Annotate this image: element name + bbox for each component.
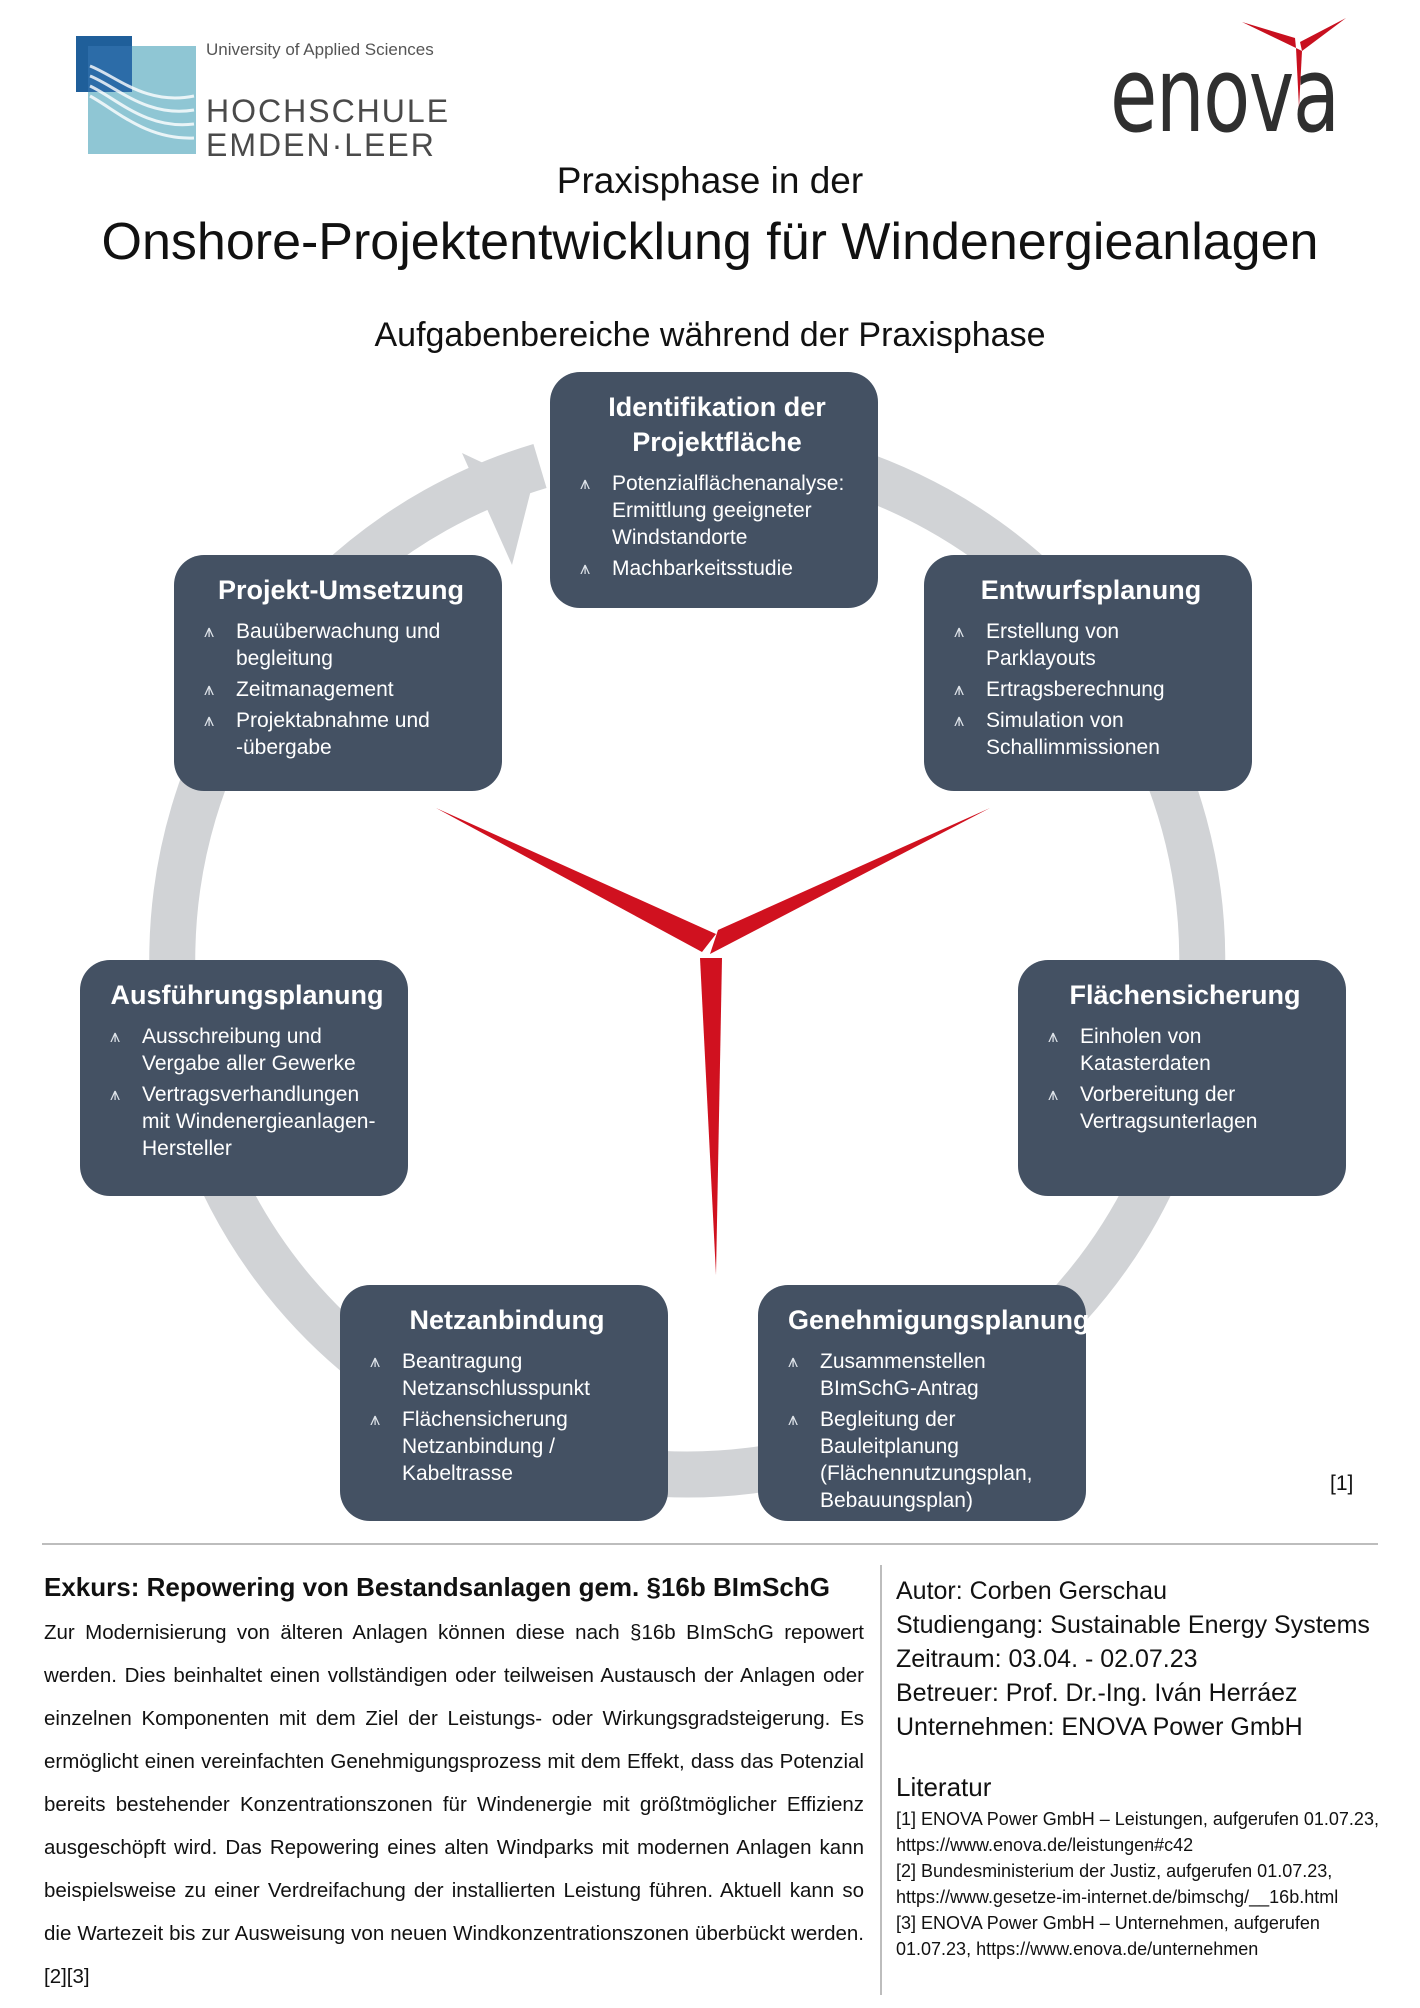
box-ausfuehrungsplanung: Ausführungsplanung Ausschreibung und Ver… — [80, 960, 408, 1196]
box-title: Projekt-Umsetzung — [217, 575, 465, 605]
list-item: Zeitmanagement — [204, 676, 478, 703]
company-line: Unternehmen: ENOVA Power GmbH — [896, 1713, 1303, 1741]
list-item: Einholen von Katasterdaten — [1048, 1023, 1322, 1077]
box-genehmigungsplanung: Genehmigungsplanung Zusammenstellen BImS… — [758, 1285, 1090, 1521]
list-item: Begleitung der Bauleitplanung (Flächennu… — [788, 1406, 1062, 1514]
box-title: Flächensicherung — [1069, 980, 1301, 1010]
literature-list: [1] ENOVA Power GmbH – Leistungen, aufge… — [896, 1806, 1386, 1962]
list-item: Zusammenstellen BImSchG-Antrag — [788, 1348, 1062, 1402]
hochschule-logo: University of Applied Sciences HOCHSCHUL… — [76, 36, 448, 162]
author-line: Autor: Corben Gerschau — [896, 1577, 1167, 1605]
exkurs-section: Exkurs: Repowering von Bestandsanlagen g… — [44, 1572, 864, 1998]
list-item: Potenzialflächenanalyse: Ermittlung geei… — [580, 470, 854, 551]
study-line: Studiengang: Sustainable Energy Systems — [896, 1611, 1370, 1639]
list-item: Projektabnahme und -übergabe — [204, 707, 478, 761]
exkurs-title: Exkurs: Repowering von Bestandsanlagen g… — [44, 1572, 830, 1602]
period-line: Zeitraum: 03.04. - 02.07.23 — [896, 1645, 1198, 1673]
horizontal-divider — [42, 1543, 1378, 1545]
hochschule-name-line1: HOCHSCHULE — [206, 93, 451, 129]
cycle-arrow-head — [462, 453, 532, 565]
rotor-icon — [436, 808, 990, 1275]
literature-title: Literatur — [896, 1772, 992, 1802]
box-title: Genehmigungsplanung — [788, 1305, 1090, 1335]
box-identifikation: Identifikation der Projektfläche Potenzi… — [550, 372, 878, 608]
box-title: Entwurfsplanung — [980, 575, 1202, 605]
box-title: Ausführungsplanung — [110, 980, 384, 1010]
hochschule-emblem-icon — [76, 36, 196, 154]
author-info: Autor: Corben Gerschau Studiengang: Sust… — [896, 1574, 1386, 1744]
hochschule-tagline: University of Applied Sciences — [206, 40, 434, 59]
box-title: Identifikation der Projektfläche — [608, 392, 826, 457]
enova-logo: enova — [1110, 18, 1360, 158]
title-intro: Praxisphase in der — [556, 160, 864, 201]
box-projekt-umsetzung: Projekt-Umsetzung Bauüberwachung und beg… — [174, 555, 502, 791]
box-title: Netzanbindung — [409, 1305, 605, 1335]
supervisor-line: Betreuer: Prof. Dr.-Ing. Iván Herráez — [896, 1679, 1298, 1707]
literature-entry: [3] ENOVA Power GmbH – Unternehmen, aufg… — [896, 1913, 1320, 1959]
box-netzanbindung: Netzanbindung Beantragung Netzanschlussp… — [340, 1285, 668, 1521]
figure-reference: [1] — [1330, 1472, 1354, 1495]
list-item: Bauüberwachung und begleitung — [204, 618, 478, 672]
page-title: Onshore-Projektentwicklung für Windenerg… — [101, 213, 1319, 271]
list-item: Beantragung Netzanschlusspunkt — [370, 1348, 644, 1402]
list-item: Ertragsberechnung — [954, 676, 1228, 703]
literature-entry: [2] Bundesministerium der Justiz, aufger… — [896, 1861, 1339, 1907]
literature-entry: [1] ENOVA Power GmbH – Leistungen, aufge… — [896, 1809, 1379, 1855]
enova-wordmark: enova — [1110, 34, 1340, 156]
list-item: Machbarkeitsstudie — [580, 555, 854, 582]
hochschule-name: HOCHSCHULE EMDEN·LEER — [206, 94, 450, 162]
list-item: Vertragsverhandlungen mit Windenergieanl… — [110, 1081, 384, 1162]
list-item: Vorbereitung der Vertragsunterlagen — [1048, 1081, 1322, 1135]
list-item: Ausschreibung und Vergabe aller Gewerke — [110, 1023, 384, 1077]
list-item: Erstellung von Parklayouts — [954, 618, 1228, 672]
box-entwurfsplanung: Entwurfsplanung Erstellung von Parklayou… — [924, 555, 1252, 791]
enova-rotor-icon — [1242, 18, 1346, 108]
section-subtitle: Aufgabenbereiche während der Praxisphase — [374, 316, 1046, 354]
exkurs-text: Zur Modernisierung von älteren Anlagen k… — [44, 1621, 864, 1988]
list-item: Flächensicherung Netzanbindung / Kabeltr… — [370, 1406, 644, 1487]
hochschule-name-line2: EMDEN·LEER — [206, 127, 436, 163]
box-flaechensicherung: Flächensicherung Einholen von Katasterda… — [1018, 960, 1346, 1196]
vertical-divider — [880, 1565, 882, 1995]
list-item: Simulation von Schallimmissionen — [954, 707, 1228, 761]
